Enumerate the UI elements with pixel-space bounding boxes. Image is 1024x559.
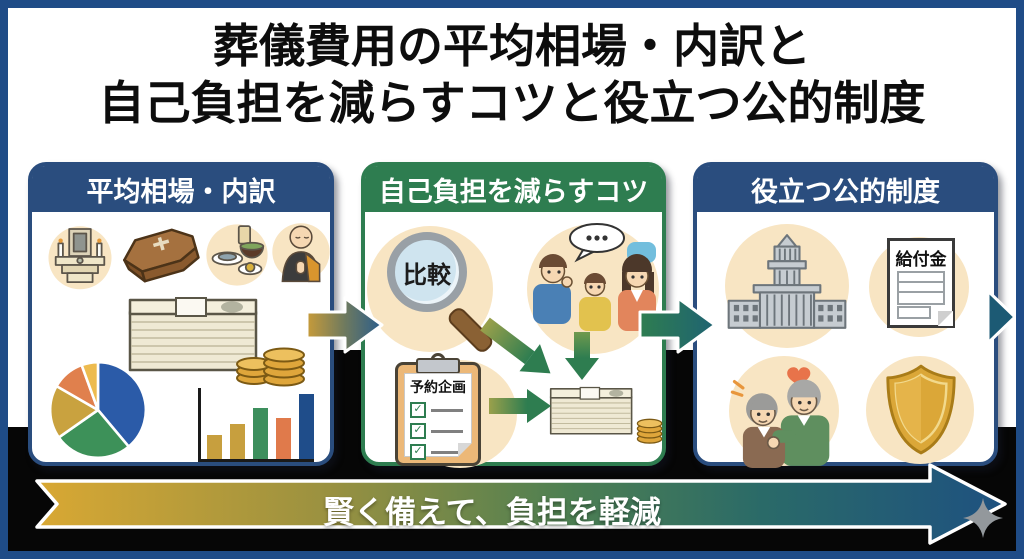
panel-public-systems-header: 役立つ公的制度	[697, 166, 994, 212]
pie-slice	[96, 360, 148, 448]
sparkle-icon	[963, 498, 1003, 538]
title-line-2: 自己負担を減らすコツと役立つ公的制度	[98, 77, 926, 129]
plan-checklist-icon: 予約企画 ✓ ✓ ✓	[395, 353, 481, 466]
arrow-plan-to-money-icon	[489, 389, 551, 423]
government-building-icon	[727, 234, 847, 329]
tips-flow-arrows	[480, 317, 599, 423]
arrow-family-to-money-icon	[565, 332, 599, 380]
panel-cost-tips: 自己負担を減らすコツ 比較	[361, 162, 666, 468]
check-icon: ✓	[410, 423, 426, 439]
clipboard-title: 予約企画	[410, 379, 466, 395]
pie-slice	[48, 384, 100, 439]
arrow-panel1-to-panel2-icon	[305, 296, 384, 354]
panel-average-cost-header: 平均相場・内訳	[32, 166, 330, 212]
checklist-line	[431, 450, 463, 454]
comparison-magnifier-icon: 比較	[387, 232, 467, 312]
money-stack-icon	[128, 297, 305, 387]
check-icon: ✓	[410, 402, 426, 418]
panel-public-systems: 役立つ公的制度	[693, 162, 998, 468]
funeral-altar-icon	[48, 226, 112, 290]
page-title: 葬儀費用の平均相場・内訳と 自己負担を減らすコツと役立つ公的制度	[0, 18, 1024, 132]
coffin-icon	[123, 228, 200, 283]
summary-banner-text: 賢く備えて、負担を軽減	[323, 495, 661, 530]
paper-fold	[458, 443, 472, 457]
clipboard-paper: 予約企画 ✓ ✓ ✓	[404, 373, 472, 460]
pie-chart	[48, 360, 148, 460]
arrow-panel2-to-panel3-icon	[638, 296, 717, 354]
summary-banner-arrow	[35, 463, 1007, 545]
check-icon: ✓	[410, 444, 426, 460]
benefit-document-stamp	[897, 306, 931, 319]
pie-slice	[80, 360, 100, 412]
comparison-label: 比較	[403, 261, 451, 289]
panel-cost-tips-header: 自己負担を減らすコツ	[365, 166, 662, 212]
benefit-document-table	[897, 271, 945, 305]
bar-chart-bar	[299, 393, 314, 459]
bar-chart-bar	[230, 423, 245, 459]
checklist-line	[431, 408, 463, 412]
benefit-document-title: 給付金	[895, 250, 947, 269]
panel-public-systems-title: 役立つ公的制度	[751, 176, 940, 207]
panel-average-cost: 平均相場・内訳	[28, 162, 334, 466]
savings-money-icon	[549, 386, 663, 444]
protection-shield-icon	[886, 364, 956, 455]
gap-shadow-left	[334, 350, 361, 430]
paper-fold	[938, 311, 953, 326]
panel-cost-tips-title: 自己負担を減らすコツ	[378, 176, 649, 207]
benefit-document-icon: 給付金	[887, 238, 955, 328]
elderly-couple-icon	[730, 367, 830, 468]
family-discussion-icon	[533, 223, 656, 331]
checklist-line	[431, 429, 463, 433]
checklist-row: ✓	[410, 444, 466, 460]
monk-icon	[272, 223, 330, 283]
title-line-1: 葬儀費用の平均相場・内訳と	[213, 20, 811, 72]
gap-shadow-right	[666, 350, 693, 430]
arrow-exit-right-icon	[988, 289, 1017, 345]
bar-chart	[198, 388, 314, 462]
funeral-meal-icon	[206, 224, 268, 286]
panel-average-cost-title: 平均相場・内訳	[86, 176, 276, 207]
bar-chart-bar	[207, 434, 222, 459]
checklist-row: ✓	[410, 402, 466, 418]
pie-slice	[57, 408, 131, 460]
arrow-compare-to-money-icon	[480, 317, 551, 374]
bar-chart-bar	[276, 417, 291, 459]
bar-chart-bar	[253, 407, 268, 459]
checklist-row: ✓	[410, 423, 466, 439]
